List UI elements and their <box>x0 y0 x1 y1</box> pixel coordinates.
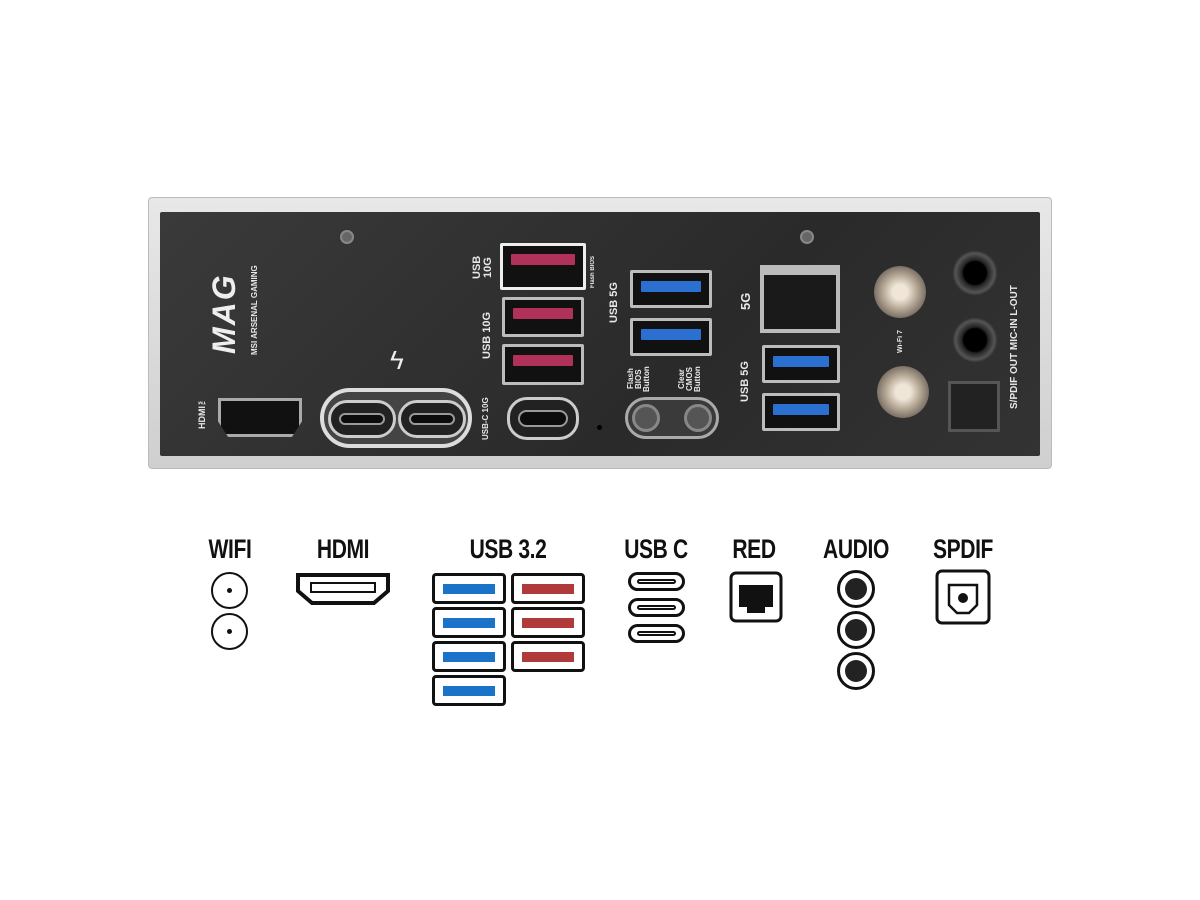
usb-c-10g-label: USB-C 10G <box>481 397 490 440</box>
ethernet-port <box>760 265 840 333</box>
audio-legend-icon <box>837 652 875 690</box>
hdmi-legend-icon <box>296 573 390 605</box>
usb-blue-legend-icon <box>432 607 506 638</box>
usb-5g-label: USB 5G <box>608 282 620 324</box>
usb-c-port <box>398 400 466 438</box>
audio-labels: S/PDIF OUT MIC-IN L-OUT <box>1009 285 1020 410</box>
usb-c-port <box>507 397 579 440</box>
ethernet-legend-icon <box>729 571 783 623</box>
usb-c-legend-icon <box>628 624 685 643</box>
screw-icon <box>340 230 354 244</box>
legend-hdmi-heading: HDMI <box>316 534 370 564</box>
legend-red-heading: RED <box>732 534 776 564</box>
line-out-jack[interactable] <box>952 250 998 296</box>
flash-bios-button-label: Flash BIOS Button <box>626 366 651 392</box>
usb-10g-label: USB 10G <box>471 255 494 280</box>
mag-logo: MAG <box>206 273 242 355</box>
usb-c-legend-icon <box>628 598 685 617</box>
thunderbolt-icon: ϟ <box>390 345 404 375</box>
wifi-legend-icon <box>211 613 248 650</box>
wifi-label: Wi-Fi 7 <box>897 330 904 354</box>
spdif-legend-icon <box>935 569 991 625</box>
usb-red-legend-icon <box>511 573 585 604</box>
usb-red-legend-icon <box>511 607 585 638</box>
wifi-legend-icon <box>211 572 248 609</box>
usb-10g-port-flash-bios <box>500 243 586 290</box>
hdmi-port <box>218 398 302 437</box>
hdmi-label: HDMI™ <box>197 396 207 430</box>
usb-c-port <box>328 400 396 438</box>
usb-5g-label: USB 5G <box>739 361 751 403</box>
mic-in-jack[interactable] <box>952 317 998 363</box>
usb-10g-port <box>502 344 584 385</box>
audio-legend-icon <box>837 570 875 608</box>
usb-5g-port <box>630 318 712 356</box>
legend-spdif-heading: SPDIF <box>932 534 994 564</box>
spdif-out-port <box>948 381 1000 432</box>
usb-blue-legend-icon <box>432 573 506 604</box>
legend-audio-heading: AUDIO <box>823 534 889 564</box>
led-indicator <box>597 425 602 430</box>
usb-blue-legend-icon <box>432 675 506 706</box>
legend-wifi-heading: WIFI <box>208 534 252 564</box>
brand-subtitle: MSI ARSENAL GAMING <box>250 265 259 355</box>
usb-5g-port <box>762 345 840 383</box>
clear-cmos-button[interactable] <box>684 404 712 432</box>
legend-usb32-heading: USB 3.2 <box>469 534 547 564</box>
wifi-antenna-connector[interactable] <box>877 366 929 418</box>
audio-legend-icon <box>837 611 875 649</box>
usb-5g-port <box>630 270 712 308</box>
usb-blue-legend-icon <box>432 641 506 672</box>
lan-speed-label: 5G <box>738 292 753 310</box>
usb-5g-port <box>762 393 840 431</box>
flash-bios-port-label: Flash BIOS <box>590 256 596 289</box>
wifi-antenna-connector[interactable] <box>874 266 926 318</box>
flash-bios-button[interactable] <box>632 404 660 432</box>
screw-icon <box>800 230 814 244</box>
usb-c-legend-icon <box>628 572 685 591</box>
usb-red-legend-icon <box>511 641 585 672</box>
usb-10g-port <box>502 297 584 337</box>
legend-usbc-heading: USB C <box>624 534 688 564</box>
usb-10g-label: USB 10G <box>481 311 493 359</box>
clear-cmos-button-label: Clear CMOS Button <box>677 366 702 392</box>
